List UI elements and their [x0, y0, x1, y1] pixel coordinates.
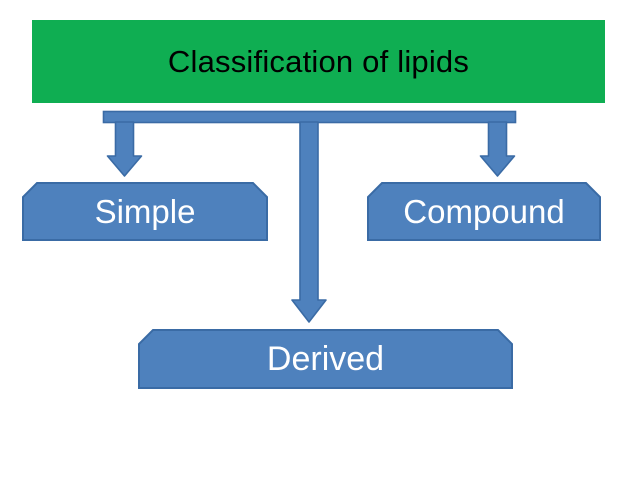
- arrow-down-to-compound: [479, 121, 516, 177]
- node-simple-shape: [22, 182, 268, 241]
- node-simple[interactable]: Simple: [22, 182, 268, 241]
- node-simple-label: Simple: [94, 193, 196, 230]
- page-title: Classification of lipids: [167, 44, 470, 79]
- node-compound-shape: [367, 182, 601, 241]
- node-derived[interactable]: Derived: [138, 329, 513, 389]
- node-compound[interactable]: Compound: [367, 182, 601, 241]
- arrow-down-to-simple: [106, 121, 143, 177]
- node-compound-label: Compound: [403, 193, 565, 230]
- arrow-down-to-derived: [291, 121, 327, 323]
- connector-horizontal-bar: [102, 110, 517, 124]
- title-banner: Classification of lipids: [32, 20, 605, 103]
- node-derived-shape: [138, 329, 513, 389]
- node-derived-label: Derived: [266, 340, 385, 378]
